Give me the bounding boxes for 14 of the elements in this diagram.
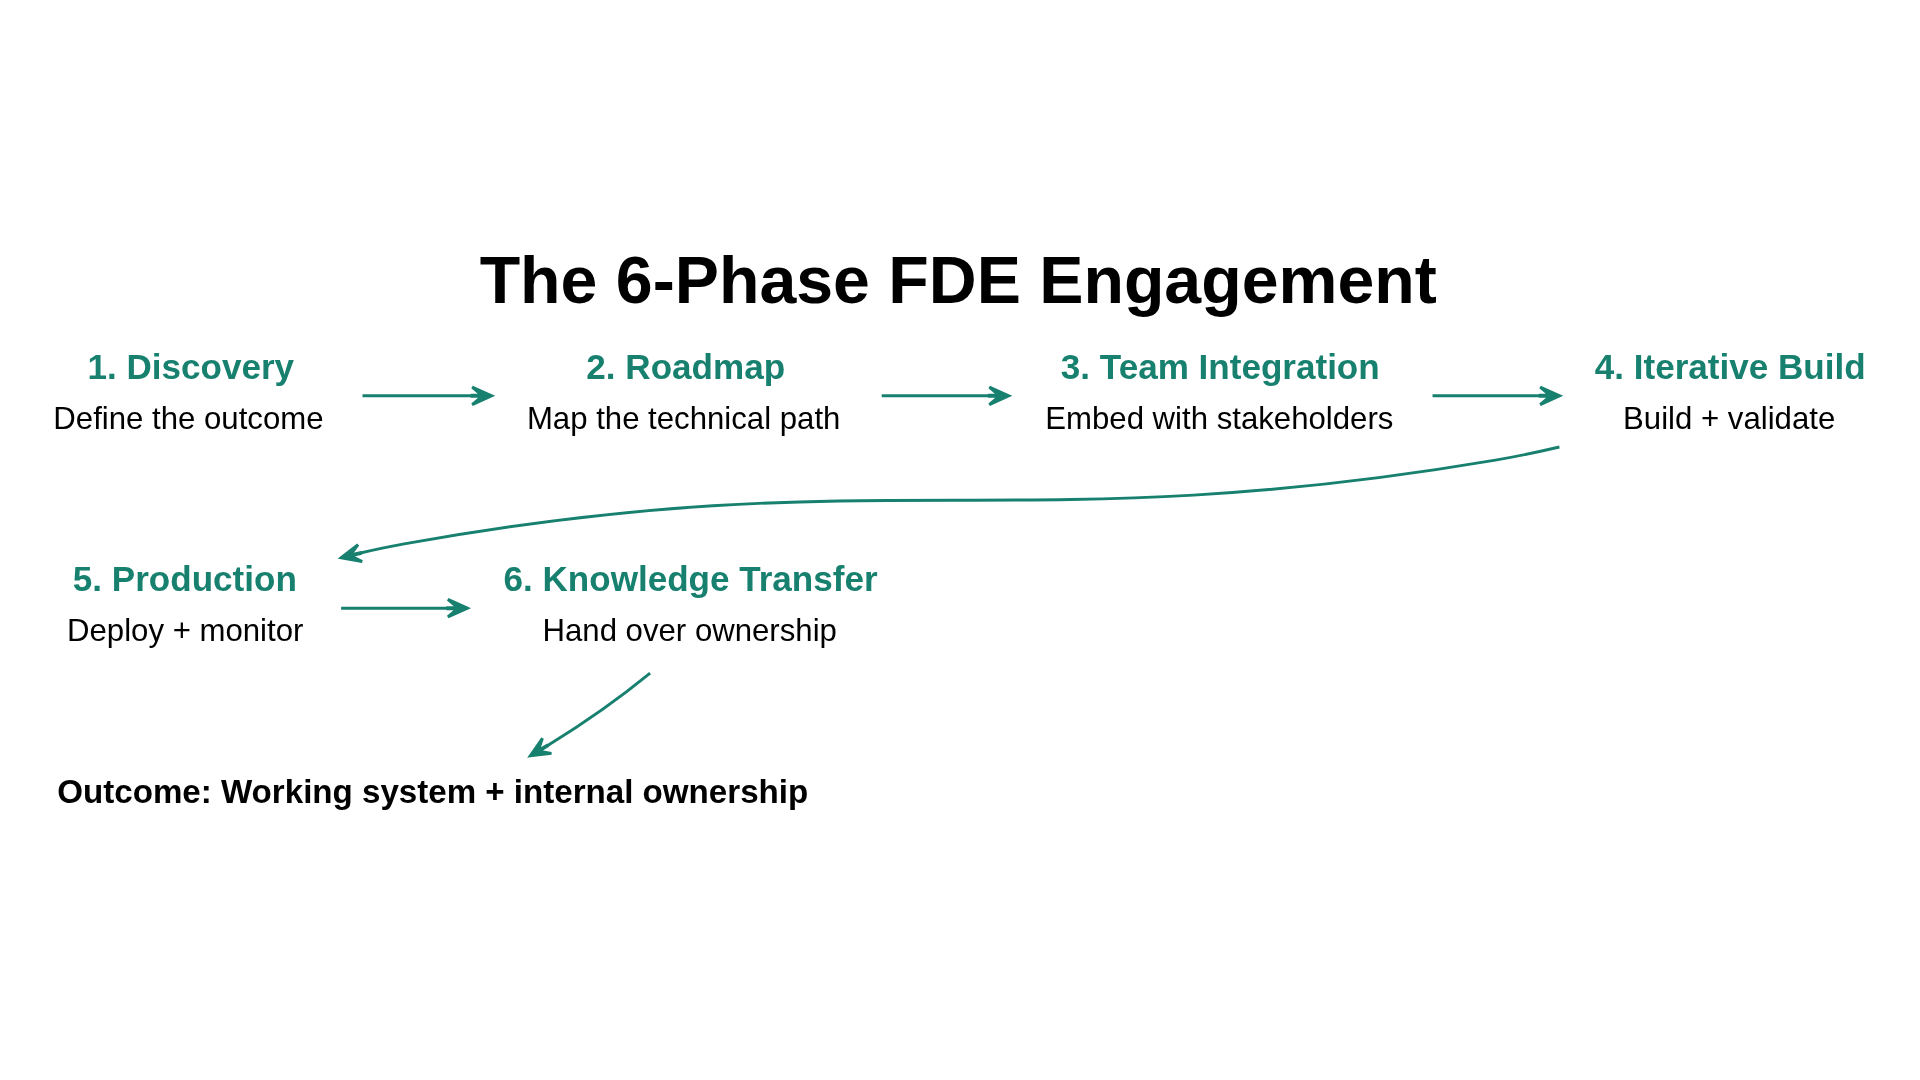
arrow <box>528 671 652 758</box>
node-text: 3. Team Integration Embed with stakeholders <box>1045 347 1394 436</box>
node-text: 2. Roadmap Map the technical path <box>526 347 841 436</box>
arrow <box>881 385 1011 406</box>
arrow <box>341 598 469 619</box>
node-text: Outcome: Working system + internal ownership <box>57 773 809 811</box>
node-text: 1. Discovery Define the outcome <box>53 347 324 436</box>
arrow <box>1432 385 1562 406</box>
node-text: 6. Knowledge Transfer Hand over ownership <box>503 559 878 648</box>
node-text: 5. Production Deploy + monitor <box>67 559 304 648</box>
diagram-title: The 6-Phase FDE Engagement <box>479 242 1437 317</box>
arrow <box>362 385 494 406</box>
node-text: 4. Iterative Build Build + validate <box>1594 347 1866 436</box>
arrow <box>339 445 1560 564</box>
